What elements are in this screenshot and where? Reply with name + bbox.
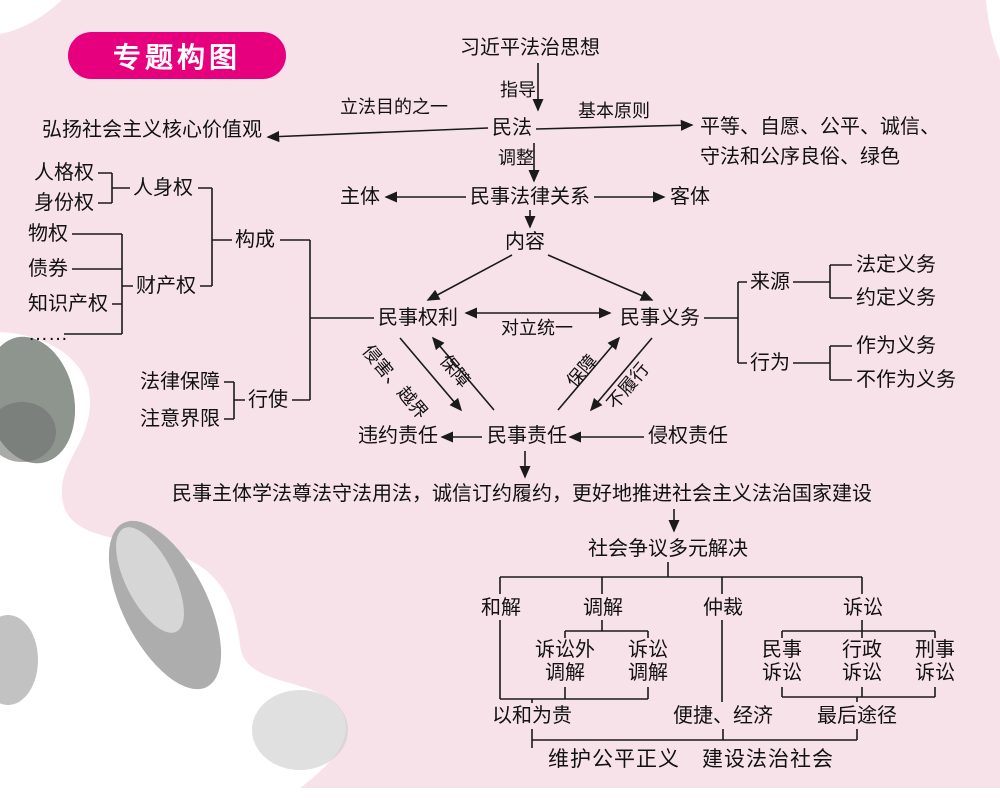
- edge-label-adjust: 调整: [498, 148, 534, 168]
- node-personality-right: 人格权: [34, 162, 94, 184]
- arrow-content-to-obligations: [547, 254, 654, 301]
- node-litigation: 诉讼: [843, 597, 883, 619]
- tree-mediation-branches: [564, 620, 649, 638]
- topic-badge-label: 专题构图: [112, 41, 241, 73]
- node-exercise: 行使: [248, 389, 288, 411]
- node-court-mediation: 诉讼 调解: [628, 639, 668, 684]
- arrow-non-performance: [589, 337, 653, 412]
- arrow-safeguard-left: [431, 336, 495, 411]
- node-ellipsis: ……: [28, 323, 68, 345]
- node-civil-legal-relation: 民事法律关系: [470, 186, 590, 208]
- arrow-basic-principles: [535, 119, 694, 131]
- node-civil-liability: 民事责任: [487, 425, 567, 447]
- bracket-source: [793, 264, 852, 299]
- bracket-harmony-first: [499, 620, 649, 703]
- node-civil-law: 民法: [492, 117, 532, 139]
- node-property-right: 财产权: [136, 275, 196, 297]
- gray-edge-blob: [0, 615, 38, 705]
- node-civil-rights: 民事权利: [378, 307, 458, 329]
- bracket-conclusion: [531, 729, 858, 748]
- node-last-resort: 最后途径: [817, 705, 897, 727]
- node-harmony-first: 以和为贵: [492, 705, 572, 727]
- node-behavior: 行为: [750, 352, 790, 374]
- bracket-behavior: [793, 345, 852, 381]
- node-criminal-litigation: 刑事 诉讼: [915, 639, 955, 684]
- corner-white-top-right: [986, 0, 1000, 60]
- gray-blob-shadow: [0, 402, 56, 462]
- node-conclusion: 维护公平正义 建设法治社会: [548, 748, 834, 771]
- bracket-obligations: [704, 281, 747, 364]
- node-reconciliation: 和解: [481, 597, 521, 619]
- edge-label-unity-of-opposites: 对立统一: [501, 318, 573, 338]
- node-principles: 平等、自愿、公平、诚信、 守法和公序良俗、绿色: [700, 116, 940, 168]
- node-arbitration: 仲裁: [703, 597, 743, 619]
- bracket-to-civil-rights: [280, 239, 374, 401]
- node-source: 来源: [750, 271, 790, 293]
- node-civil-litigation: 民事 诉讼: [762, 639, 802, 684]
- edge-label-guidance: 指导: [500, 80, 536, 100]
- bracket-personal-right: [98, 172, 130, 204]
- white-scan-region: [0, 332, 1000, 809]
- connector-lines: [64, 63, 936, 748]
- node-act-obligation: 作为义务: [856, 335, 936, 357]
- gray-object-highlight: [116, 527, 184, 633]
- node-tort-liability: 侵权责任: [648, 425, 728, 447]
- arrow-safeguard-right: [557, 336, 621, 411]
- arrow-infringe-cross: [399, 337, 463, 412]
- node-constitute: 构成: [235, 229, 275, 251]
- node-legal-protection: 法律保障: [140, 371, 220, 393]
- node-status-right: 身份权: [34, 192, 94, 214]
- node-subject: 主体: [340, 186, 380, 208]
- node-core-values: 弘扬社会主义核心价值观: [42, 119, 262, 141]
- node-personal-right: 人身权: [133, 177, 193, 199]
- bracket-last-resort: [781, 687, 936, 702]
- gray-soft-shadow: [252, 690, 348, 770]
- edge-label-basic-principles: 基本原则: [578, 101, 650, 121]
- node-ip-right: 知识产权: [28, 293, 108, 315]
- node-dispute-resolution: 社会争议多元解决: [588, 538, 748, 560]
- tree-resolution-branches: [499, 562, 863, 594]
- bracket-property-right: [64, 233, 133, 335]
- node-bond: 债券: [28, 258, 68, 280]
- node-convenient-economical: 便捷、经济: [673, 705, 773, 727]
- node-object: 客体: [670, 186, 710, 208]
- node-mind-boundary: 注意界限: [140, 408, 220, 430]
- bracket-exercise: [224, 381, 245, 420]
- node-agreed-obligation: 约定义务: [856, 287, 936, 309]
- summary-sentence: 民事主体学法尊法守法用法，诚信订约履约，更好地推进社会主义法治国家建设: [172, 483, 872, 505]
- bracket-constitute: [198, 187, 232, 287]
- corner-white-top-left: [0, 0, 62, 34]
- node-content: 内容: [505, 231, 545, 253]
- topic-badge: 专题构图: [68, 32, 286, 79]
- node-omission-obligation: 不作为义务: [856, 369, 956, 391]
- node-administrative-litigation: 行政 诉讼: [842, 639, 882, 684]
- arrow-legislative-purpose: [266, 127, 489, 143]
- tree-litigation-branches: [781, 620, 936, 638]
- node-breach-liability: 违约责任: [358, 425, 438, 447]
- node-civil-obligations: 民事义务: [620, 307, 700, 329]
- arrow-content-to-rights: [426, 254, 513, 301]
- node-statutory-obligation: 法定义务: [856, 254, 936, 276]
- node-real-right: 物权: [28, 223, 68, 245]
- node-xi-thought: 习近平法治思想: [460, 37, 600, 59]
- node-out-of-court-mediation: 诉讼外 调解: [535, 639, 595, 684]
- edge-label-legislative-purpose: 立法目的之一: [340, 97, 448, 117]
- node-mediation: 调解: [583, 597, 623, 619]
